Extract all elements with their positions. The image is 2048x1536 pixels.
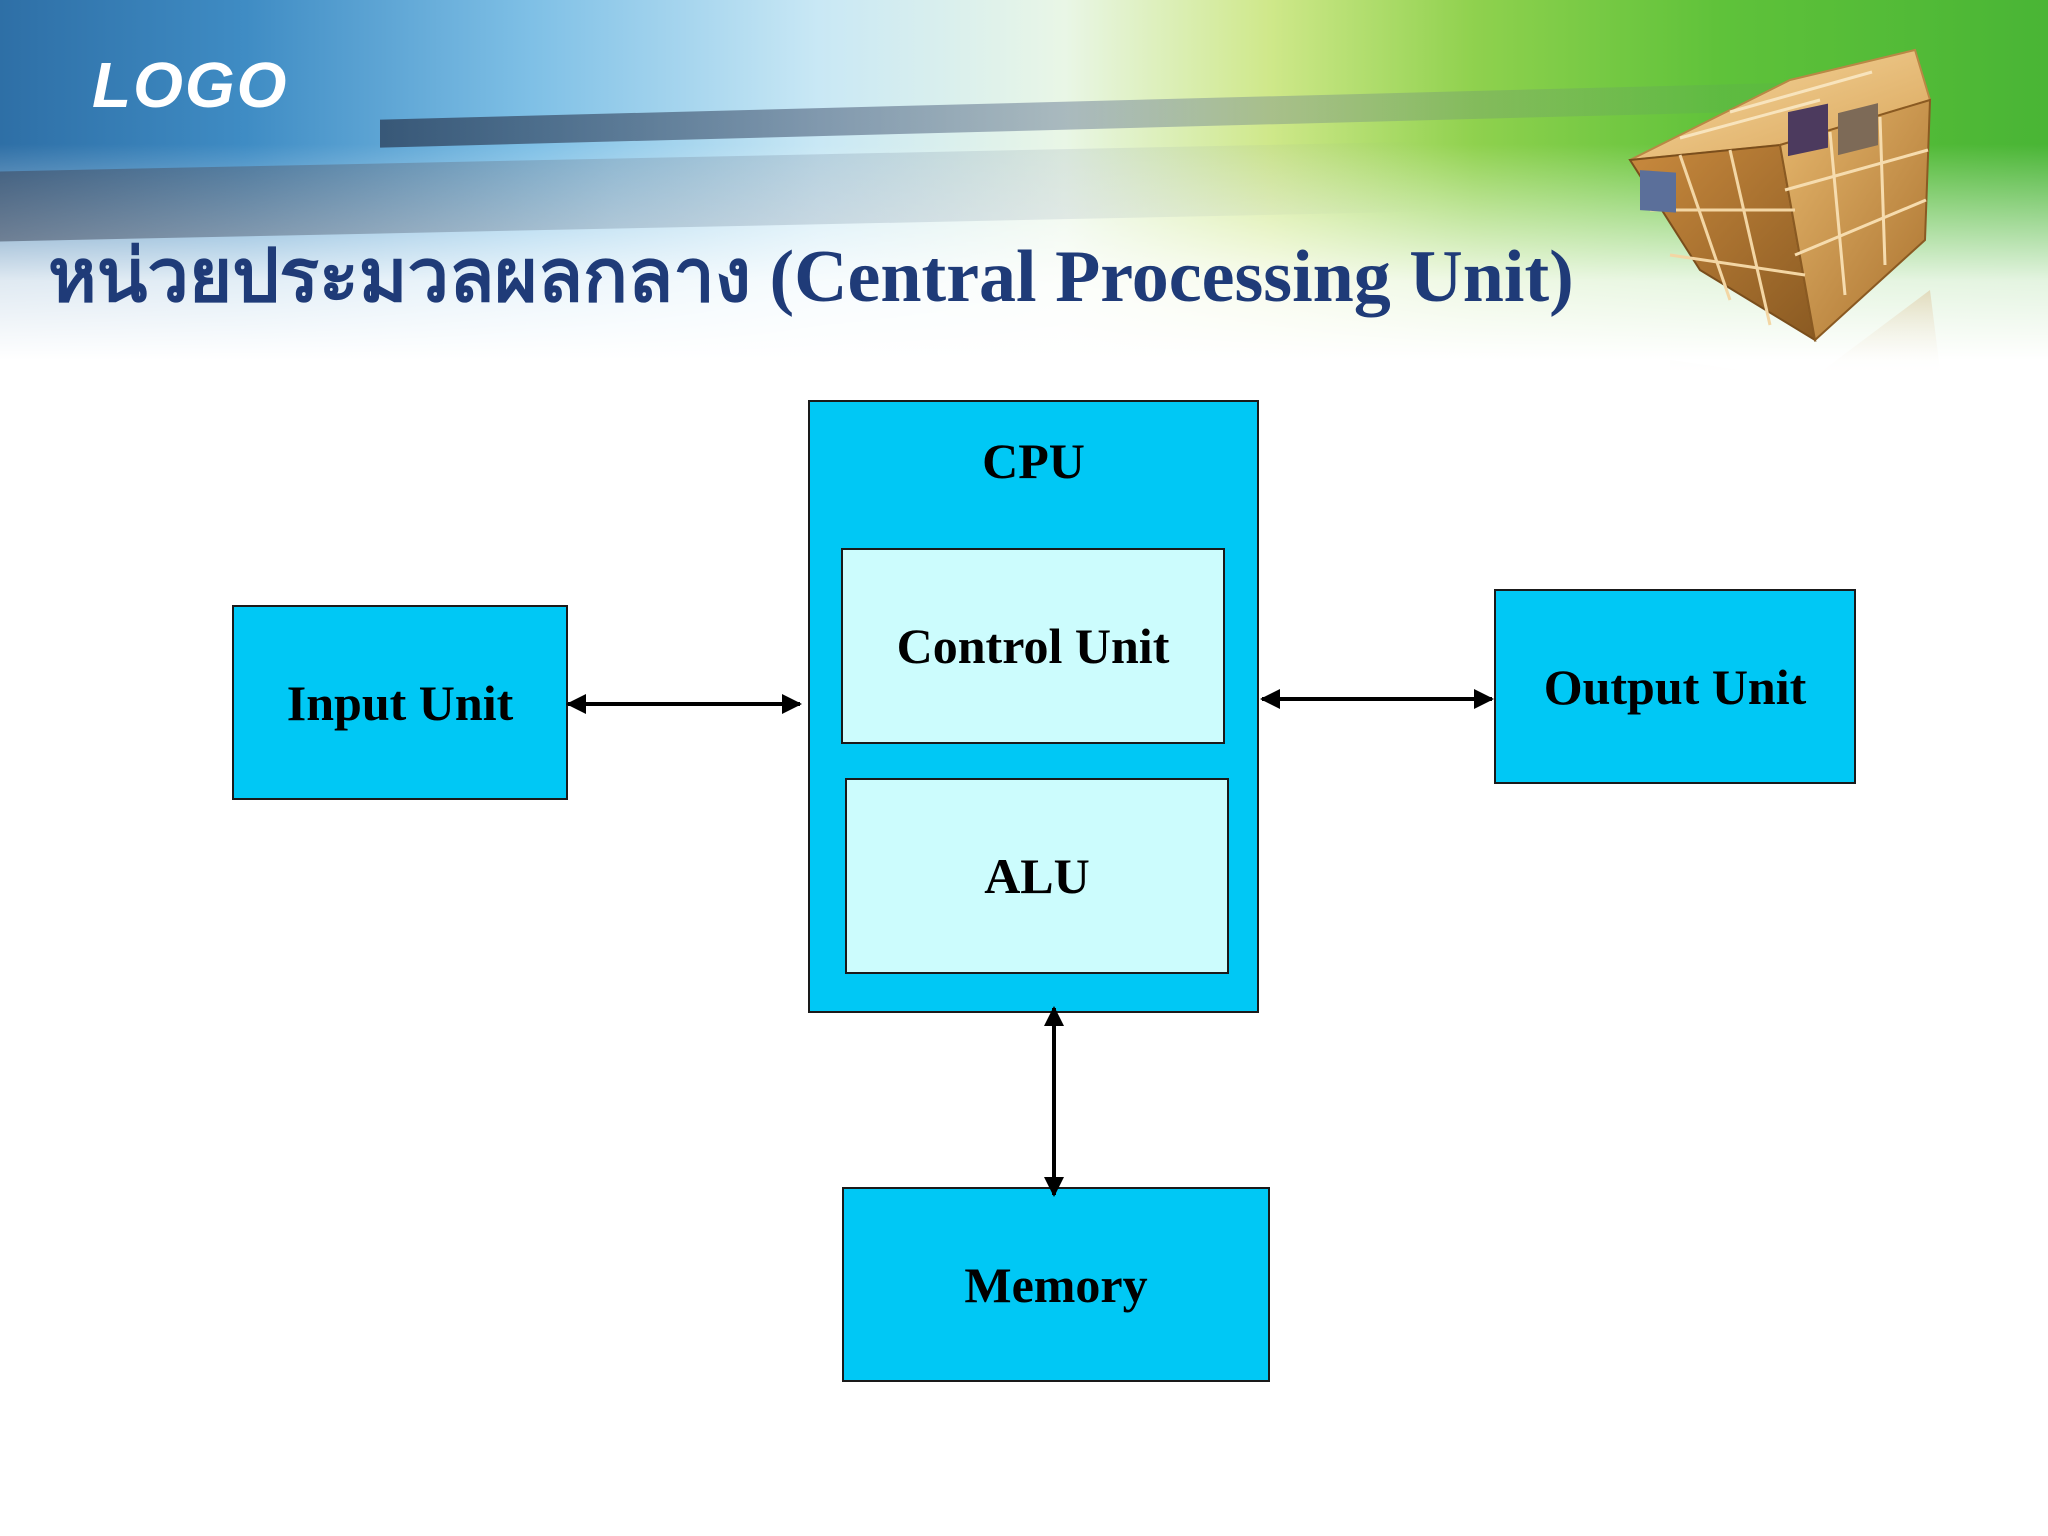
photo-cube-icon <box>1628 48 1940 370</box>
output-unit-label: Output Unit <box>1543 658 1807 715</box>
memory-box: Memory <box>842 1187 1270 1382</box>
cpu-box: CPU Control Unit ALU <box>808 400 1259 1013</box>
memory-label: Memory <box>964 1256 1148 1313</box>
control-unit-box: Control Unit <box>841 548 1225 744</box>
output-unit-box: Output Unit <box>1494 589 1856 784</box>
logo: LOGO <box>92 49 289 121</box>
alu-box: ALU <box>845 778 1229 974</box>
input-unit-box: Input Unit <box>232 605 568 800</box>
cpu-label: CPU <box>982 433 1085 489</box>
input-unit-label: Input Unit <box>286 674 514 731</box>
control-unit-label: Control Unit <box>896 618 1170 674</box>
alu-label: ALU <box>984 848 1090 904</box>
slide-title: หน่วยประมวลผลกลาง (Central Processing Un… <box>48 236 1574 318</box>
